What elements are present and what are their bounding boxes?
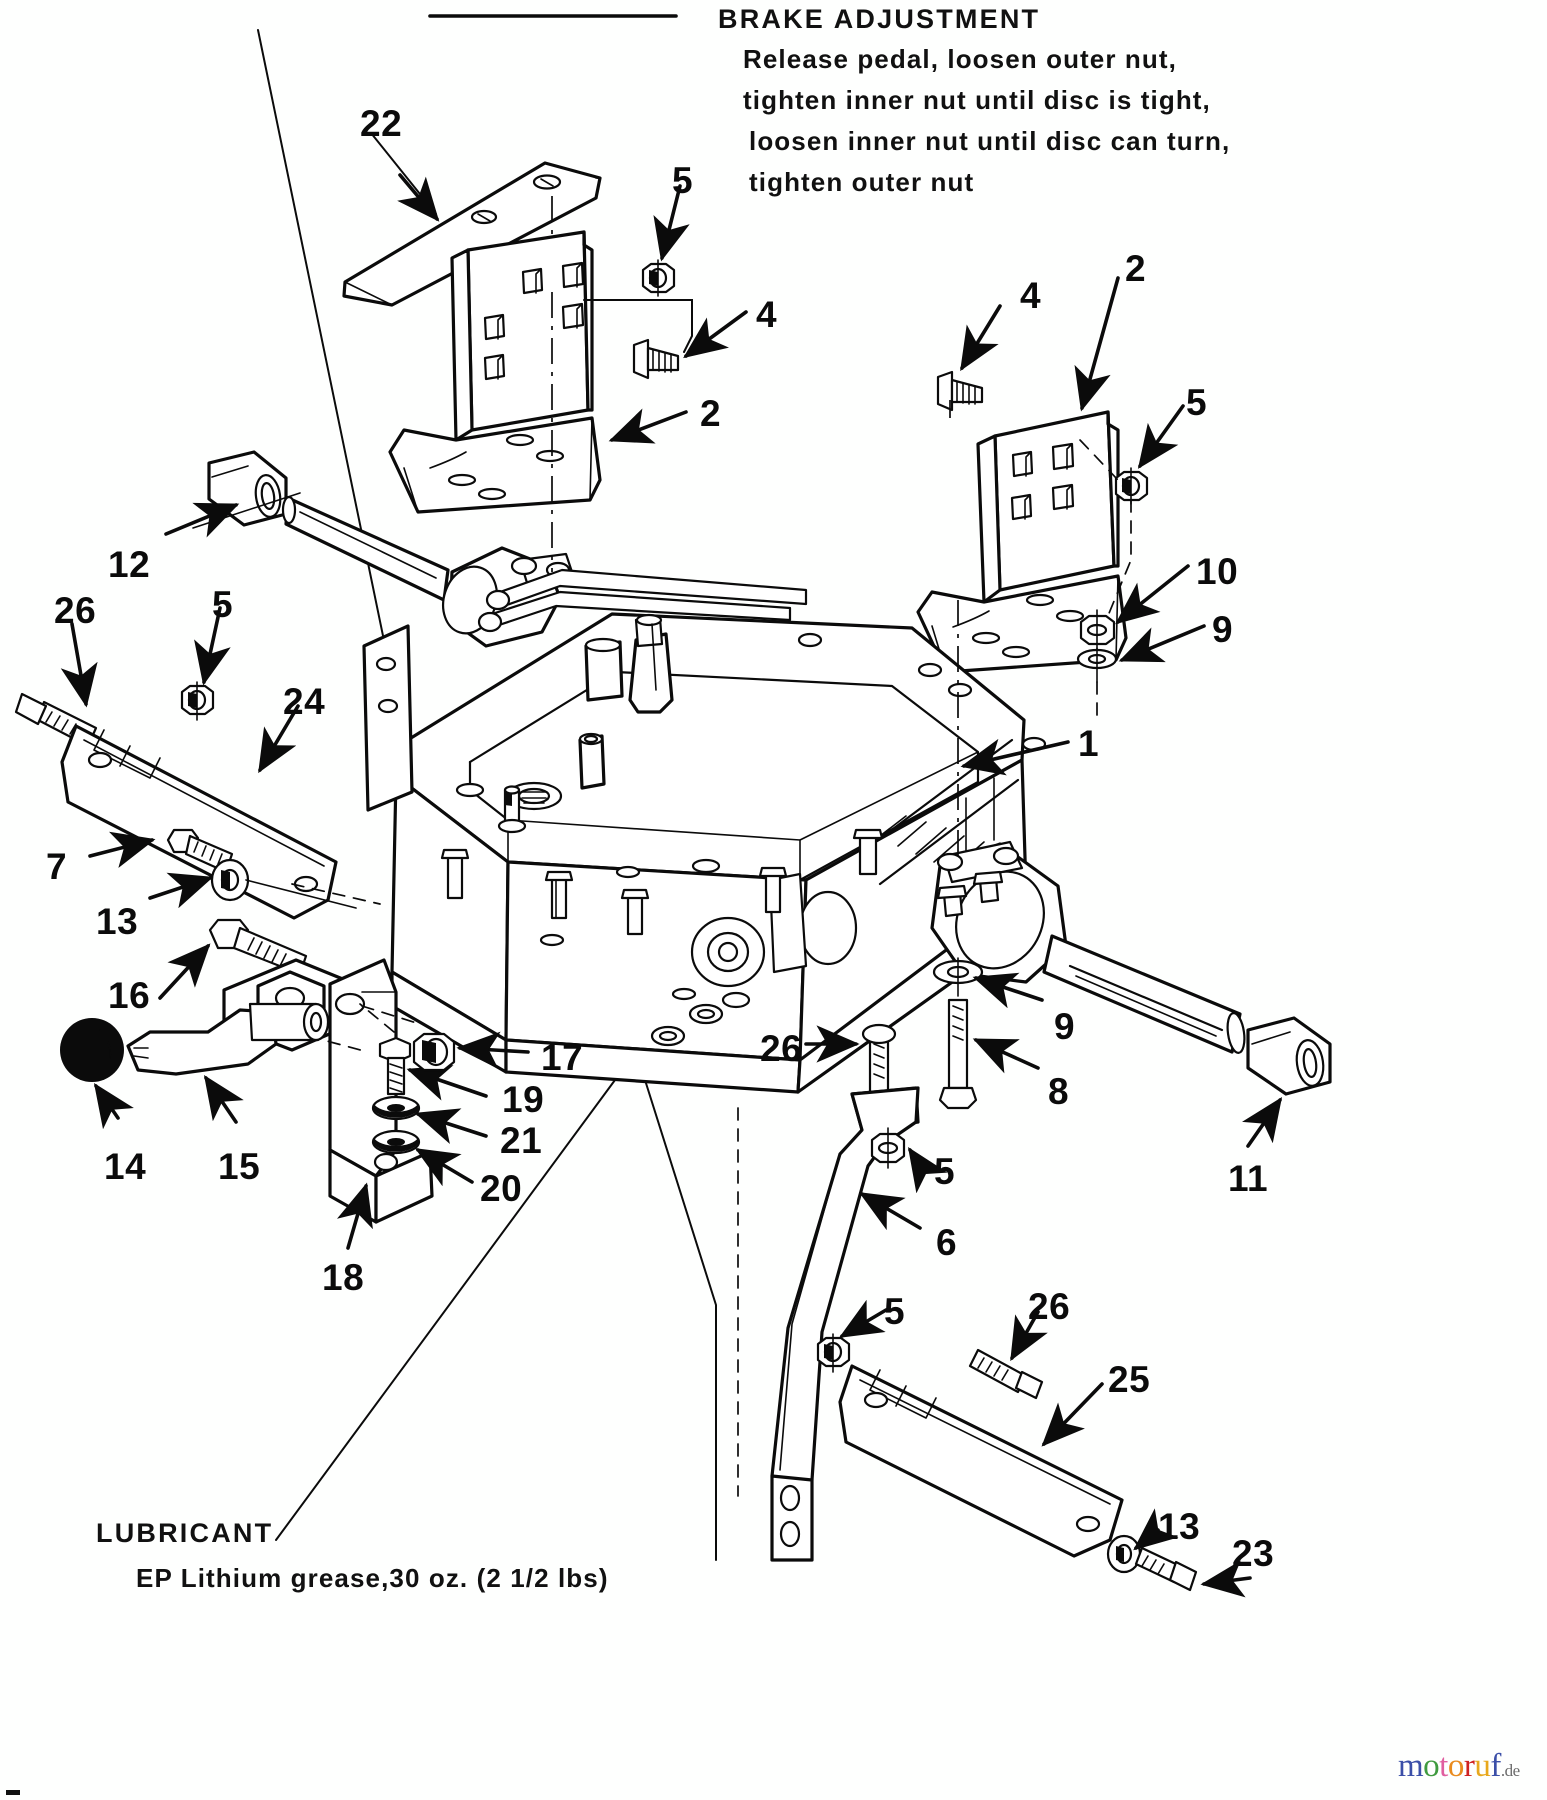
callout-plate-24: 24 [283, 681, 326, 722]
callout-locknut-5: 5 [1186, 382, 1208, 423]
watermark-letter: r [1463, 1748, 1475, 1784]
part-24-plate [60, 704, 381, 920]
part-2-bracket-right [916, 276, 1128, 674]
watermark-letter: t [1439, 1748, 1448, 1784]
callout-bolt-16: 16 [108, 975, 151, 1016]
lubricant-title: LUBRICANT [96, 1518, 274, 1548]
part-5-locknut-upper-left [641, 184, 690, 297]
part-19-bolt [378, 1036, 488, 1101]
part-8-bolt [938, 998, 1040, 1110]
part-15-lever [126, 1002, 330, 1124]
watermark-letter: u [1474, 1748, 1491, 1784]
watermark-letter: o [1423, 1748, 1440, 1784]
brake-adjustment-title: BRAKE ADJUSTMENT [718, 4, 1041, 34]
callout-bushing-11: 11 [1228, 1158, 1269, 1199]
callout-locknut-5: 5 [934, 1151, 956, 1192]
part-13-washer-left [148, 858, 357, 909]
brake-adjustment-line-4: tighten outer nut [749, 167, 975, 197]
callout-bushing-12: 12 [108, 544, 151, 585]
watermark-letter: f [1490, 1748, 1501, 1784]
callout-locknut-5: 5 [212, 584, 234, 625]
callout-bolt-23: 23 [1232, 1533, 1275, 1574]
part-23-bolt [1134, 1546, 1252, 1598]
watermark-letter: o [1447, 1748, 1465, 1784]
callout-flat-bar-22: 22 [360, 103, 403, 144]
callout-screw-26: 26 [760, 1028, 803, 1069]
part-10-nut [1079, 564, 1190, 651]
part-26-screw-left [14, 622, 98, 748]
part-13-washer-lower [1106, 1508, 1179, 1574]
callout-transaxle-1: 1 [1078, 723, 1100, 764]
part-20-washer [371, 1129, 474, 1187]
callout-bolt-19: 19 [502, 1079, 545, 1120]
lubricant-line-1: EP Lithium grease,30 oz. (2 1/2 lbs) [136, 1563, 609, 1593]
watermark-suffix: .de [1500, 1761, 1520, 1780]
motoruf-watermark: motoruf.de [1398, 1748, 1520, 1785]
part-4-screw-right [936, 304, 1002, 412]
part-21-washer [371, 1095, 488, 1145]
callout-washer-9: 9 [1212, 609, 1234, 650]
callout-screw-4: 4 [1020, 275, 1042, 316]
callout-washer-20: 20 [480, 1168, 523, 1209]
callout-bolt-8: 8 [1048, 1071, 1070, 1112]
part-1-transaxle-housing [362, 546, 1246, 1094]
lubricant-note-leader [275, 1079, 717, 1561]
page-edge-tick [6, 1790, 20, 1795]
callout-washer-13: 13 [96, 901, 139, 942]
part-22-flat-bar [342, 132, 602, 307]
callout-screw-26: 26 [54, 590, 97, 631]
callout-bolt-7: 7 [46, 846, 68, 887]
callout-nut-10: 10 [1196, 551, 1239, 592]
callout-washer-13: 13 [1158, 1506, 1201, 1547]
part-5-locknut-lower [816, 1299, 888, 1373]
brake-adjustment-line-2: tighten inner nut until disc is tight, [743, 85, 1211, 115]
watermark-letter: m [1398, 1748, 1424, 1784]
part-6-brace [737, 1086, 922, 1562]
part-26-screw-lower [968, 1310, 1048, 1400]
part-9-washer-right-upper [1076, 624, 1206, 719]
callout-screw-4: 4 [756, 294, 778, 335]
callout-plate-25: 25 [1108, 1359, 1151, 1400]
brake-adjustment-line-1: Release pedal, loosen outer nut, [743, 44, 1177, 74]
callout-washer-9: 9 [1054, 1006, 1076, 1047]
part-25-plate [838, 1364, 1124, 1558]
callout-brace-6: 6 [936, 1222, 958, 1263]
part-5-locknut-left [180, 606, 231, 721]
part-5-locknut-right [1079, 404, 1185, 641]
callout-screw-26: 26 [1028, 1286, 1071, 1327]
part-4-screw-upper-left [583, 299, 748, 380]
callout-knob-14: 14 [104, 1146, 147, 1187]
callout-bracket-2: 2 [1125, 248, 1147, 289]
part-5-locknut-brace [870, 1127, 948, 1194]
callout-bracket-2: 2 [700, 393, 722, 434]
callout-washer-21: 21 [500, 1120, 543, 1161]
part-2-bracket-left [388, 230, 688, 514]
callout-locknut-5: 5 [884, 1291, 906, 1332]
callout-locknut-5: 5 [672, 160, 694, 201]
callout-bracket-18: 18 [322, 1257, 365, 1298]
part-14-knob [60, 1018, 134, 1130]
part-17-nut [359, 1003, 530, 1072]
callout-nut-17: 17 [541, 1037, 584, 1078]
callout-lever-15: 15 [218, 1146, 261, 1187]
brake-adjustment-line-3: loosen inner nut until disc can turn, [749, 126, 1231, 156]
part-11-bushing [1242, 1016, 1332, 1148]
part-9-washer-lower [932, 957, 1044, 1009]
